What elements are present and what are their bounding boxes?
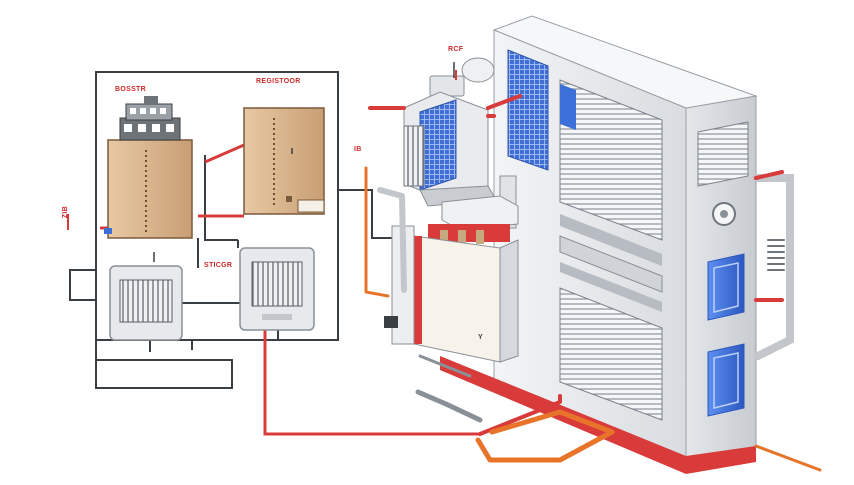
label-side-left: ZIB: [62, 206, 69, 219]
main-cabinet: [440, 15, 758, 474]
label-tank-right: REGISTOOR: [256, 78, 301, 85]
label-tank-left: BOSSTR: [115, 86, 146, 93]
heat-exchanger-unit: [403, 91, 497, 207]
label-unit-small: STICGR: [204, 262, 233, 269]
schematic-wiring: [69, 155, 412, 389]
right-tank: [243, 107, 325, 215]
floor-pipes: [475, 394, 822, 472]
radiator-right: [239, 247, 315, 331]
label-pipe: IB: [354, 146, 362, 153]
label-marker: Y: [478, 334, 483, 341]
valve-markers: [67, 70, 457, 230]
coil-spring-icon: [767, 239, 785, 271]
duct-unit: [428, 175, 519, 244]
label-top: RCF: [448, 46, 464, 53]
gauge-knob: [712, 202, 736, 226]
side-blue-panel-lower: [707, 343, 745, 417]
top-fan-unit: [429, 57, 495, 97]
radiator-left: [109, 252, 183, 341]
middle-pipes: [364, 94, 522, 423]
side-blue-panel-upper: [707, 253, 745, 321]
cabinet-side-pipes: [752, 170, 794, 360]
left-tank: [104, 96, 193, 239]
building-icon: [119, 96, 181, 141]
